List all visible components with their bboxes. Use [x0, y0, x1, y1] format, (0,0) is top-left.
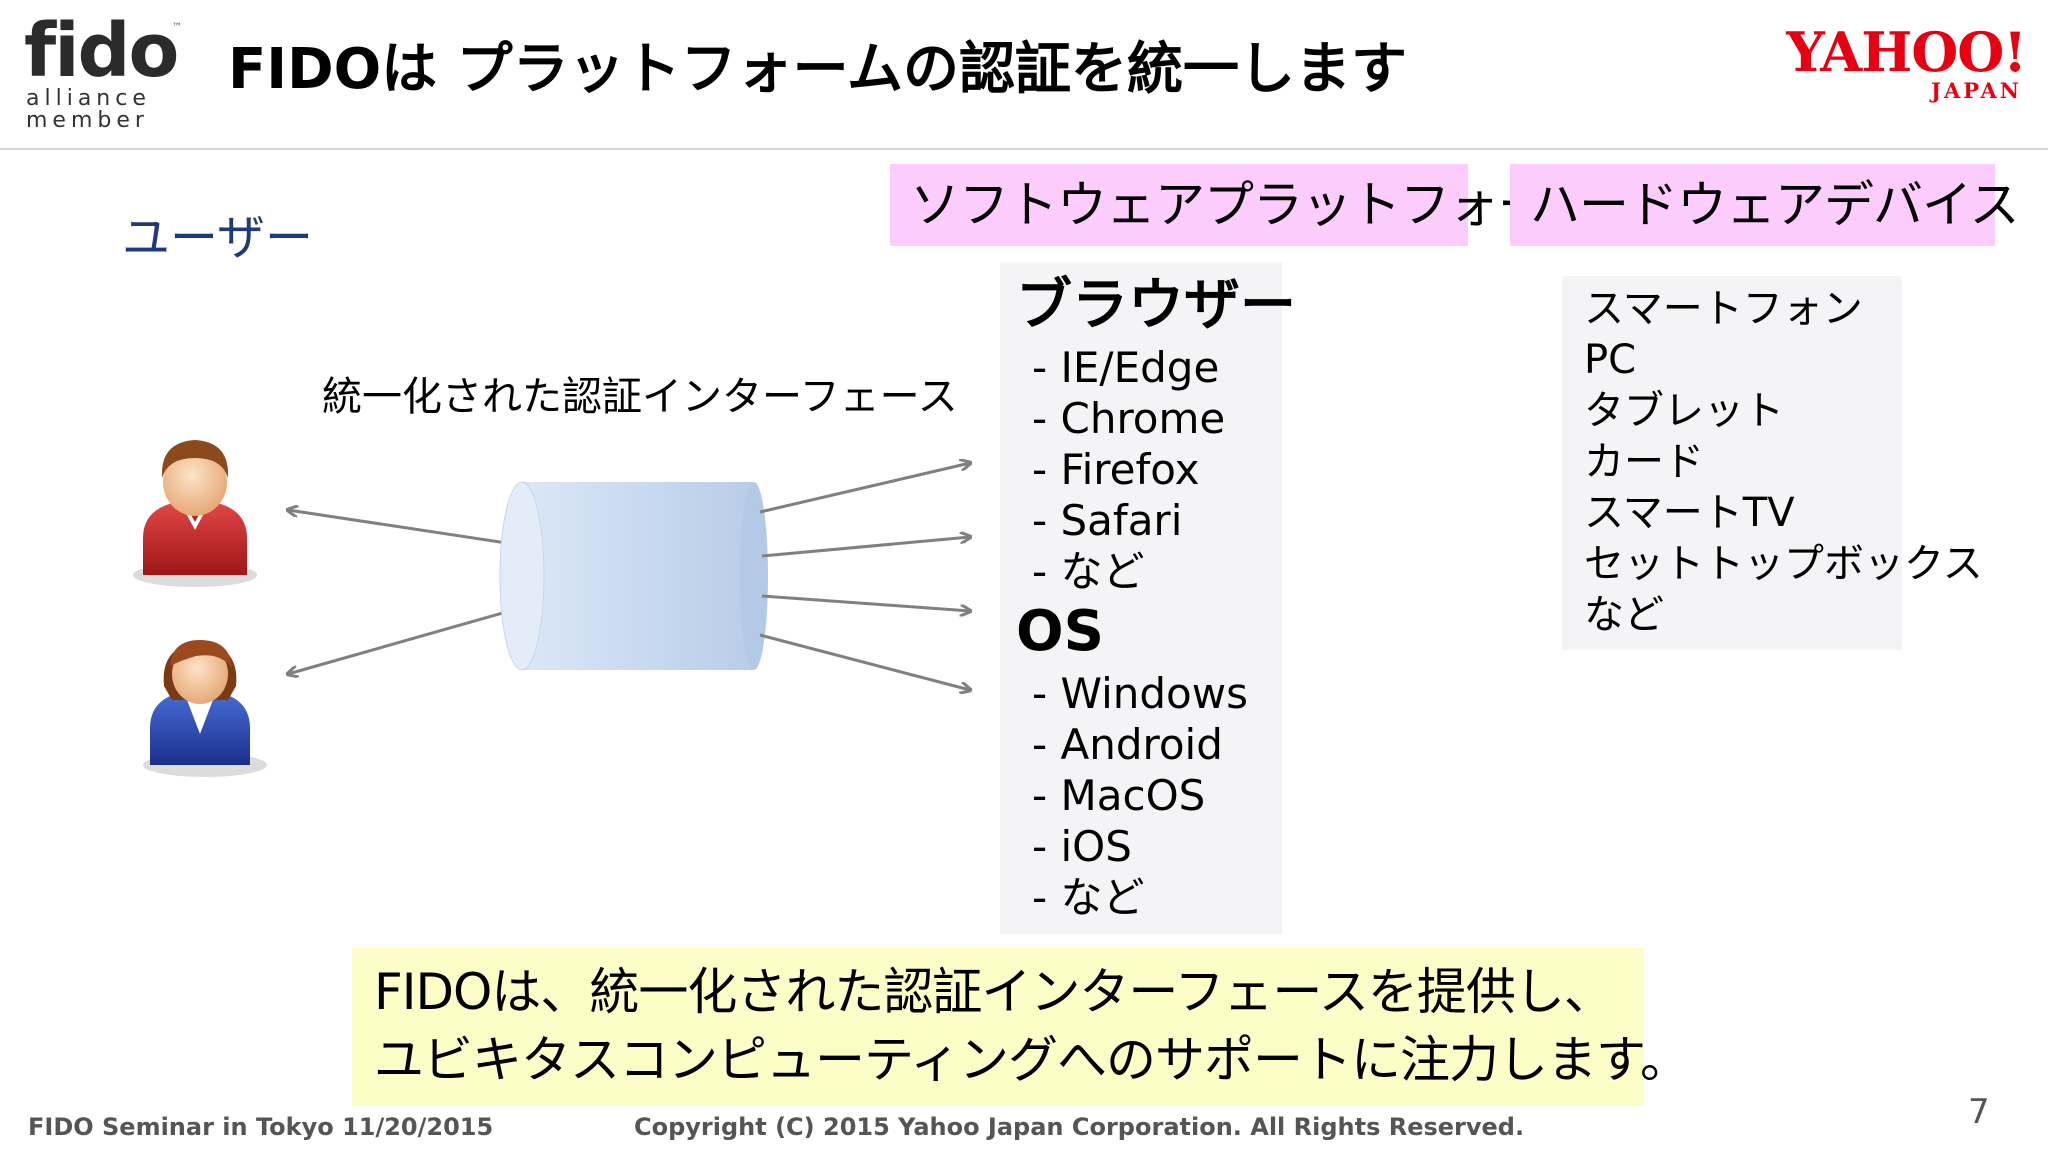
arrow-to-male-user: [288, 510, 521, 547]
arrow-to-platform-2: [761, 537, 970, 558]
hardware-item: セットトップボックス: [1584, 541, 1983, 587]
browser-item: - Chrome: [1032, 394, 1226, 443]
arrow-to-platform-1: [759, 463, 970, 514]
slide-title: FIDOは プラットフォームの認証を統一します: [228, 37, 1407, 102]
user-label: ユーザー: [122, 210, 314, 266]
summary-callout: FIDOは、統一化された認証インターフェースを提供し、 ユビキタスコンピューティ…: [352, 948, 1690, 1106]
female-user-icon: [143, 640, 267, 777]
os-item: - Android: [1032, 720, 1223, 769]
os-item: - Windows: [1032, 669, 1248, 718]
browser-item: - IE/Edge: [1032, 343, 1220, 392]
software-platform-header: ソフトウェアプラットフォーム: [890, 164, 1595, 246]
browser-item: - など: [1032, 547, 1145, 596]
software-platform-header-text: ソフトウェアプラットフォーム: [910, 176, 1595, 234]
hardware-item: スマートTV: [1584, 490, 1795, 536]
hardware-item: タブレット: [1584, 388, 1784, 434]
footer-copyright: Copyright (C) 2015 Yahoo Japan Corporati…: [634, 1113, 1525, 1141]
os-item: - MacOS: [1032, 771, 1206, 820]
software-platform-panel: ブラウザー - IE/Edge - Chrome - Firefox - Saf…: [1000, 262, 1296, 934]
browser-item: - Safari: [1032, 496, 1183, 545]
unified-interface-cylinder: [499, 481, 768, 671]
arrow-to-female-user: [288, 606, 521, 674]
arrow-to-platform-3: [761, 594, 970, 611]
yahoo-logo-main: YAHOO!: [1786, 20, 2027, 84]
fido-logo-word: fido: [24, 8, 179, 94]
hardware-item: PC: [1584, 337, 1637, 383]
callout-line-1: FIDOは、統一化された認証インターフェースを提供し、: [374, 963, 1614, 1021]
browser-item: - Firefox: [1032, 445, 1200, 494]
browser-heading: ブラウザー: [1016, 273, 1296, 338]
os-heading: OS: [1016, 599, 1104, 664]
hardware-device-panel: スマートフォン PC タブレット カード スマートTV セットトップボックス な…: [1562, 276, 1983, 650]
callout-line-2: ユビキタスコンピューティングへのサポートに注力します。: [374, 1031, 1690, 1089]
male-user-icon: [133, 440, 257, 587]
page-number: 7: [1968, 1092, 1990, 1132]
header-divider: [0, 148, 2048, 150]
hardware-device-header-text: ハードウェアデバイス: [1530, 176, 2019, 234]
unified-interface-label: 統一化された認証インターフェース: [322, 374, 958, 420]
arrow-to-platform-4: [759, 633, 970, 690]
fido-logo-line2: member: [26, 108, 149, 133]
os-item: - など: [1032, 873, 1145, 922]
yahoo-japan-logo: YAHOO! JAPAN: [1786, 22, 2027, 103]
footer-seminar-info: FIDO Seminar in Tokyo 11/20/2015: [28, 1113, 494, 1141]
hardware-item: カード: [1584, 439, 1704, 485]
yahoo-logo-sub: JAPAN: [1931, 78, 2022, 103]
fido-alliance-logo: fido ™ alliance member: [24, 8, 182, 133]
fido-logo-line1: alliance: [26, 86, 151, 111]
hardware-item: など: [1584, 592, 1664, 638]
os-item: - iOS: [1032, 822, 1132, 871]
hardware-device-header: ハードウェアデバイス: [1510, 164, 2019, 246]
hardware-item: スマートフォン: [1584, 286, 1863, 332]
